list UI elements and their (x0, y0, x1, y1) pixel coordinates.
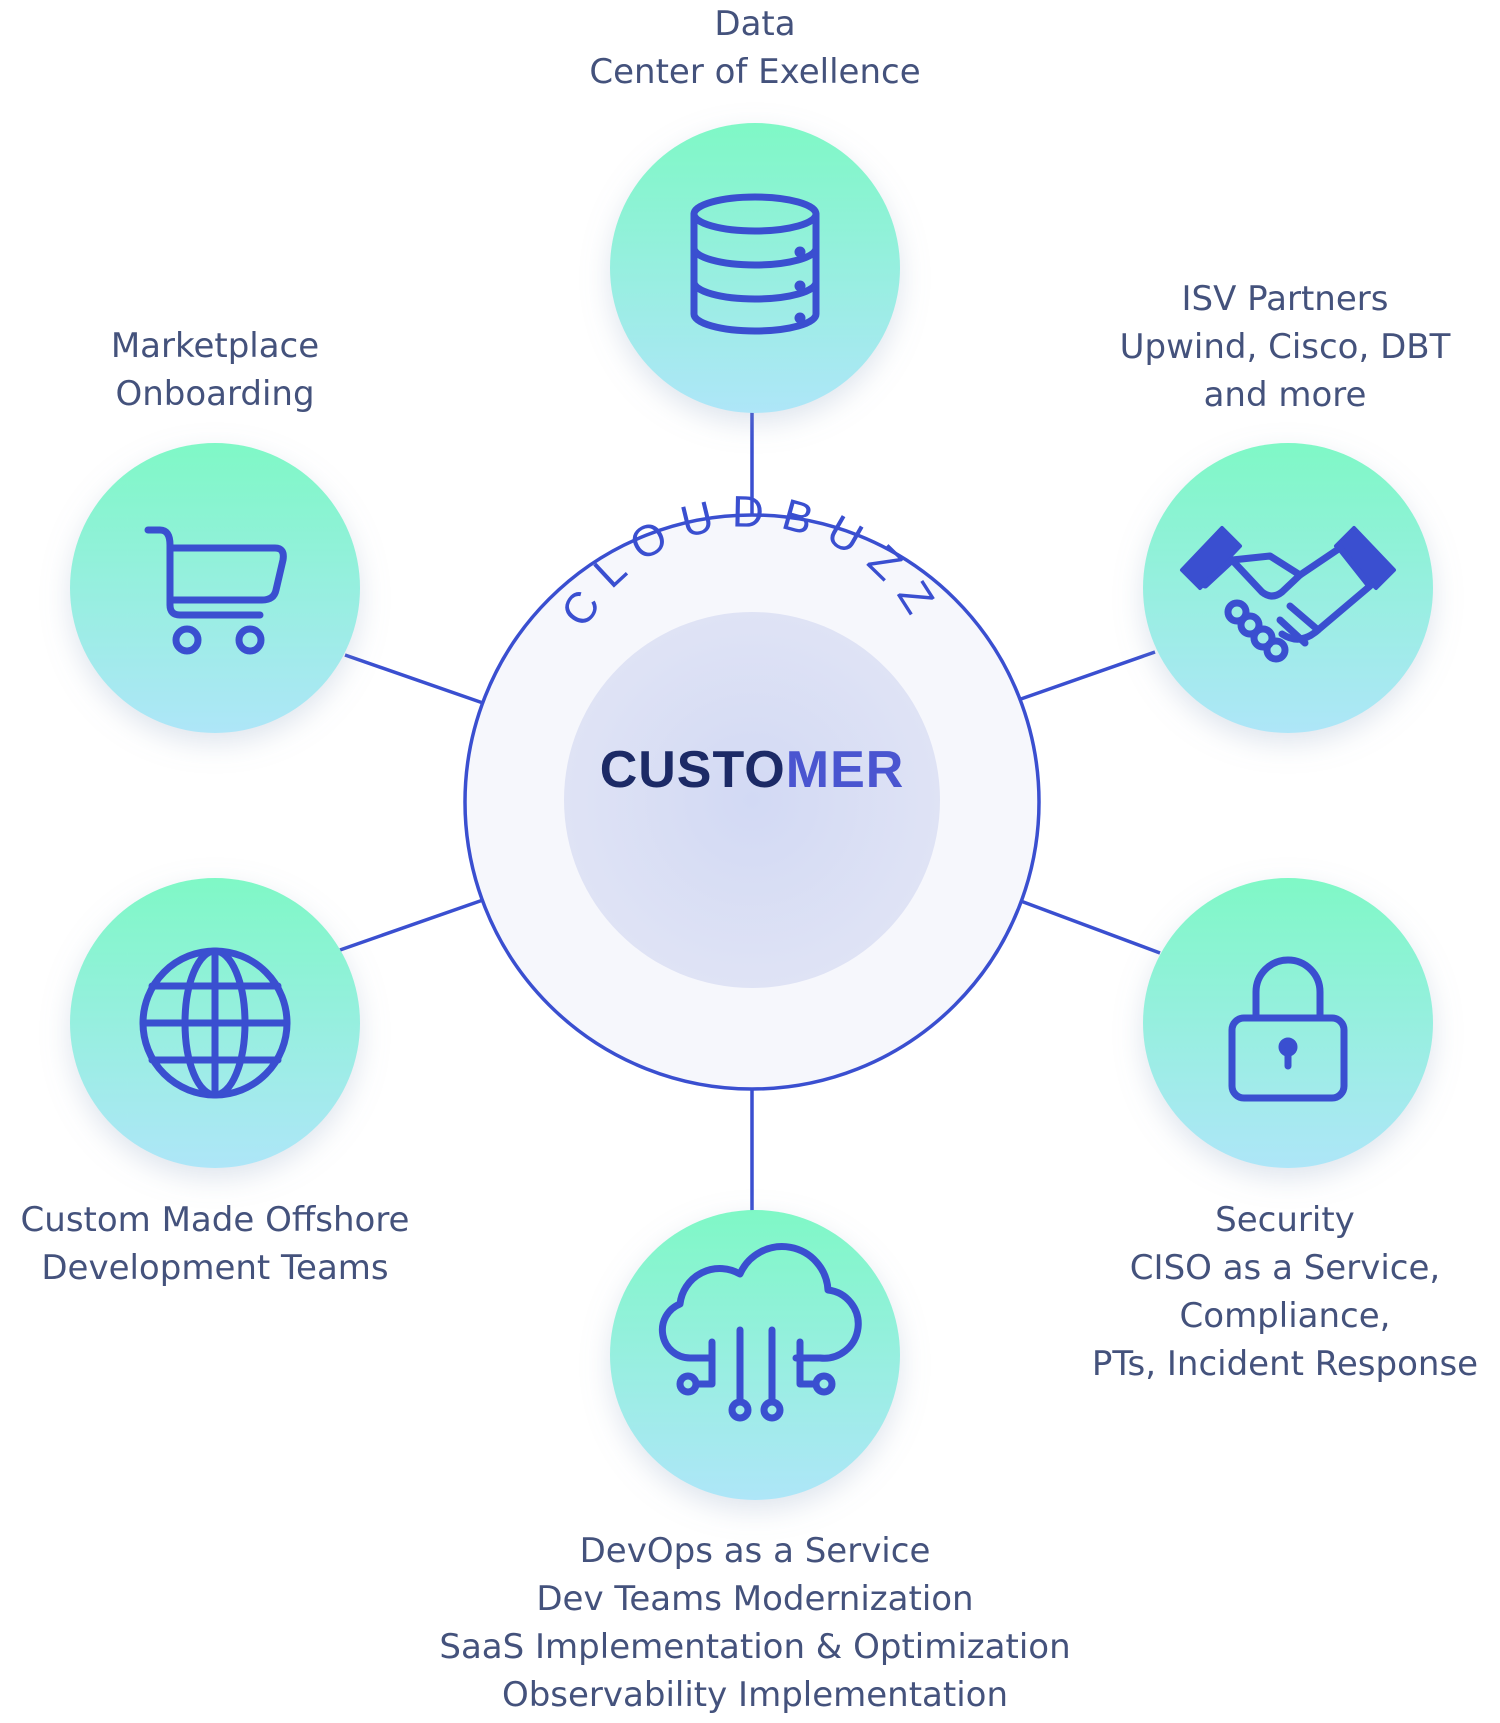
label-line: Center of Exellence (589, 52, 921, 92)
connector-offshore (339, 898, 484, 952)
label-line: PTs, Incident Response (1091, 1344, 1479, 1384)
connector-marketplace (344, 653, 484, 705)
label-security: Security CISO as a Service, Compliance, … (1092, 1196, 1478, 1388)
label-data: Data Center of Exellence (589, 0, 920, 96)
node-marketplace-circle (70, 443, 360, 733)
label-devops: DevOps as a Service Dev Teams Modernizat… (439, 1527, 1070, 1719)
label-line: Data (714, 4, 796, 44)
database-icon (690, 193, 820, 335)
label-line: Marketplace (110, 326, 320, 366)
hub-title-part1: CUSTO (599, 741, 786, 799)
cart-icon (144, 526, 287, 655)
node-security-circle (1143, 878, 1433, 1168)
label-line: Development Teams (41, 1248, 389, 1288)
hub-inner-circle (564, 612, 940, 988)
label-line: and more (1203, 375, 1367, 415)
connectors (339, 410, 1161, 1213)
label-line: Security (1215, 1200, 1355, 1240)
label-line: Compliance, (1179, 1296, 1391, 1336)
globe-icon (139, 947, 291, 1099)
label-offshore: Custom Made Offshore Development Teams (21, 1196, 410, 1292)
hub-title: CUSTOMER (600, 740, 905, 800)
label-line: Custom Made Offshore (20, 1200, 410, 1240)
label-marketplace: Marketplace Onboarding (111, 322, 319, 418)
label-line: Onboarding (115, 374, 315, 414)
connector-security (1017, 898, 1161, 955)
connector-isv (1017, 650, 1156, 702)
handshake-icon (1180, 526, 1396, 663)
label-line: Observability Implementation (501, 1675, 1009, 1715)
lock-icon (1228, 956, 1348, 1102)
cloud-network-icon (658, 1243, 862, 1422)
label-line: Dev Teams Modernization (536, 1579, 974, 1619)
label-isv: ISV Partners Upwind, Cisco, DBT and more (1120, 275, 1451, 419)
label-line: Upwind, Cisco, DBT (1119, 327, 1451, 367)
hub-title-part2: MER (785, 741, 905, 799)
label-line: DevOps as a Service (579, 1531, 931, 1571)
label-line: ISV Partners (1181, 279, 1389, 319)
label-line: CISO as a Service, (1129, 1248, 1441, 1288)
label-line: SaaS Implementation & Optimization (439, 1627, 1071, 1667)
